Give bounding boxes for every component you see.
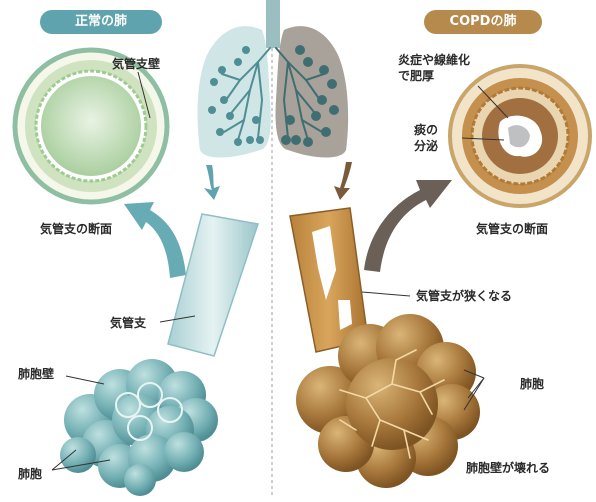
lungs-illustration <box>198 0 349 158</box>
label-alveolar-wall: 肺胞壁 <box>18 366 54 382</box>
label-bronchial-wall: 気管支壁 <box>112 56 160 72</box>
label-bronchus: 気管支 <box>110 315 146 331</box>
label-cross-section-right: 気管支の断面 <box>476 221 548 237</box>
label-inflammation-line1: 炎症や線維化 <box>398 52 470 68</box>
normal-lung-header: 正常の肺 <box>40 10 162 34</box>
arrow-up-left-icon <box>124 202 186 278</box>
label-bronchus-narrow: 気管支が狭くなる <box>416 288 512 304</box>
arrow-up-right-icon <box>364 180 452 272</box>
label-phlegm-line1: 痰の <box>414 122 438 138</box>
label-phlegm-line2: 分泌 <box>414 138 438 154</box>
arrow-down-left-icon <box>204 165 220 200</box>
copd-lung-header: COPDの肺 <box>424 10 542 34</box>
label-cross-section-left: 気管支の断面 <box>40 221 112 237</box>
copd-bronchus-cross-section <box>450 66 590 206</box>
label-alveoli-left: 肺胞 <box>18 466 42 482</box>
normal-bronchus-cross-section <box>15 50 167 202</box>
label-alveolar-wall-broken: 肺胞壁が壊れる <box>466 460 550 476</box>
arrow-down-right-icon <box>334 162 352 200</box>
label-phlegm: 痰の 分泌 <box>414 122 438 154</box>
label-alveoli-right: 肺胞 <box>520 376 544 392</box>
label-inflammation-line2: で肥厚 <box>398 68 470 84</box>
label-inflammation: 炎症や線維化 で肥厚 <box>398 52 470 84</box>
normal-bronchus-tube <box>168 214 258 356</box>
